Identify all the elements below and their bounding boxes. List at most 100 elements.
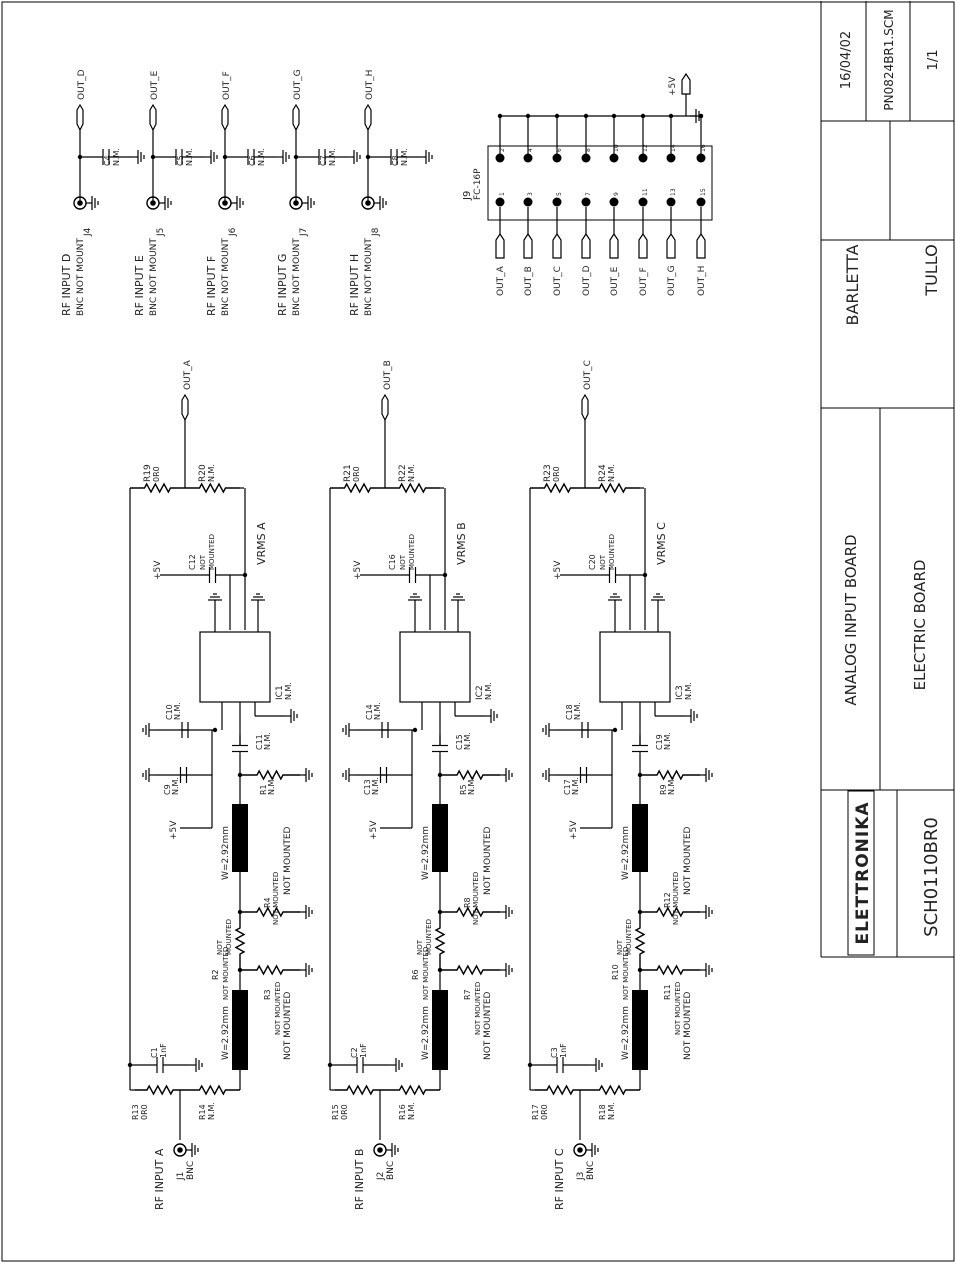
ground-symbol	[586, 1143, 599, 1157]
resistor-body	[234, 912, 246, 970]
pin-number: 6	[556, 148, 563, 152]
output-port-label: OUT_G	[293, 69, 303, 100]
resistor-value: NOT MOUNTED	[474, 982, 482, 1035]
bnc-pin	[77, 200, 83, 206]
junction-dot	[554, 113, 560, 119]
resistor-body	[585, 482, 640, 494]
bypass-capacitor	[80, 149, 132, 165]
connector-ref: J7	[299, 228, 309, 237]
resistor-ref: R17	[531, 1104, 540, 1120]
capacitor-value: 1nF	[359, 1043, 368, 1058]
connector-ref: J5	[156, 228, 166, 237]
tline-label: W=2.92mm	[221, 826, 231, 880]
resistor-body	[330, 482, 385, 494]
ground-symbol	[500, 963, 513, 977]
resistor-value: N.M.	[667, 777, 676, 795]
input-capacitor	[530, 1057, 590, 1073]
pin-number: 7	[585, 192, 592, 196]
input-series-resistor	[135, 1084, 185, 1096]
bnc-connector	[173, 1143, 187, 1157]
bnc-connector	[373, 1143, 387, 1157]
connector-pin-even	[609, 153, 619, 163]
output-port	[381, 393, 389, 422]
connector-ref: J8	[371, 227, 381, 237]
resistor-ref: R24	[598, 464, 608, 482]
junction-dot	[525, 113, 531, 119]
ground-symbol	[700, 768, 713, 782]
input-label: RF INPUT C	[553, 1148, 566, 1210]
resistor-value: MOUNTED	[225, 919, 233, 955]
ground-symbol	[651, 593, 665, 606]
ground-symbol	[342, 723, 355, 737]
input-label: RF INPUT H	[348, 254, 361, 316]
signal-port	[552, 232, 562, 259]
vrms-label: VRMS C	[655, 522, 668, 565]
tline-label: W=2.92mm	[621, 826, 631, 880]
signal-label: OUT_H	[697, 266, 707, 296]
resistor-r-top1	[530, 482, 585, 494]
coupling-capacitor	[632, 735, 648, 762]
resistor-ref: R16	[398, 1104, 407, 1120]
ground-symbol	[300, 905, 313, 919]
bnc-pin	[177, 1147, 183, 1153]
connector-pin-even	[581, 153, 591, 163]
title-designer: BARLETTA	[843, 244, 862, 325]
signal-label: OUT_F	[639, 267, 649, 296]
ground-symbol	[132, 150, 145, 164]
signal-port	[638, 232, 648, 259]
output-port	[149, 103, 157, 132]
resistor-ref: R21	[343, 464, 353, 482]
attenuator-note: NOT MOUNTED	[283, 826, 293, 895]
pin-number: 1	[499, 192, 506, 196]
ground-symbol	[285, 709, 298, 723]
ground-symbol	[685, 709, 698, 723]
capacitor-value: N.M.	[112, 148, 121, 166]
title-subtitle: ELECTRIC BOARD	[911, 560, 929, 691]
bypass-capacitor-a	[155, 767, 212, 783]
resistor-body	[634, 912, 646, 970]
connector-ref: J9	[462, 191, 473, 201]
ground-symbol	[390, 1058, 403, 1072]
attenuator-note: NOT MOUNTED	[683, 826, 693, 895]
resistor-value: NOT MOUNTED	[674, 982, 682, 1035]
title-block: 16/04/02 PN0824BR1.SCM 1/1 BARLETTA TULL…	[820, 1, 954, 958]
resistor-r-top2	[385, 482, 440, 494]
resistor-value: NOT MOUNTED	[222, 947, 230, 1000]
connector-ref: J6	[228, 227, 238, 237]
pin-number: 12	[642, 144, 649, 152]
transmission-line	[632, 990, 648, 1070]
connector-type: BNC	[586, 1161, 596, 1180]
signal-label: OUT_G	[667, 265, 677, 296]
bypass-capacitor	[296, 149, 348, 165]
resistor-ref: R8	[463, 897, 472, 908]
attenuator-resistor-shunt-b	[240, 906, 300, 918]
capacitor-value: N.M.	[663, 732, 672, 750]
attenuator-resistor-shunt-a	[640, 964, 700, 976]
ground-symbol	[231, 196, 244, 210]
transmission-line	[632, 804, 648, 872]
transmission-line	[432, 804, 448, 872]
ic-ref: IC3	[675, 685, 685, 700]
connector-pin-odd	[638, 197, 648, 207]
tline-label: W=2.92mm	[221, 1006, 231, 1060]
ground-symbol	[408, 593, 422, 606]
signal-port	[666, 232, 676, 259]
transmission-line	[232, 990, 248, 1070]
resistor-ref: R18	[598, 1104, 607, 1120]
capacitor-value: N.M.	[371, 777, 380, 795]
capacitor-ref: C6	[248, 155, 257, 166]
resistor-ref: R12	[663, 892, 672, 908]
signal-port	[581, 232, 591, 259]
resistor-value: N.M.	[407, 464, 416, 482]
ic-ref: IC1	[275, 685, 285, 700]
capacitor-ref: C2	[350, 1047, 359, 1058]
signal-label: OUT_E	[610, 266, 620, 296]
input-shunt-resistor	[585, 1084, 640, 1096]
title-date: 16/04/02	[839, 31, 854, 89]
resistor-body	[440, 906, 500, 918]
